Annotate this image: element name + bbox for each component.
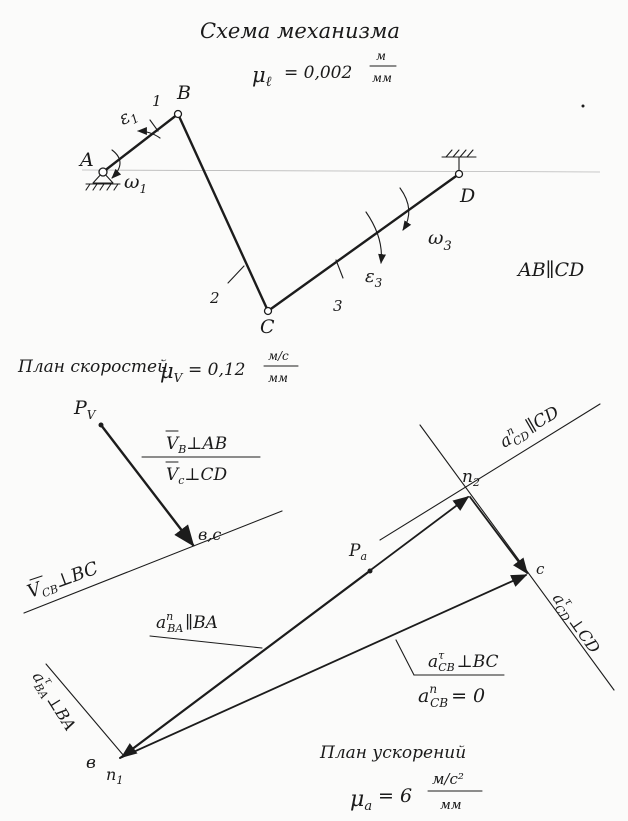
label-a-ba-tangent-perp: aτBA⊥BA xyxy=(26,666,82,735)
link-1-ab xyxy=(101,112,180,174)
acceleration-scale-numerator: м/с² xyxy=(432,770,464,788)
label-point-n1: n1 xyxy=(106,765,123,787)
velocity-scale-symbol: μV xyxy=(160,359,184,385)
omega-1-arrow xyxy=(111,149,122,179)
link-3-cd xyxy=(266,172,461,313)
joint-b xyxy=(173,109,183,119)
label-point-c-accel: c xyxy=(536,560,545,578)
label-velocity-pole: PV xyxy=(73,397,97,422)
label-point-c: C xyxy=(260,316,275,338)
accel-leader-cb-tangent xyxy=(395,639,415,676)
mechanism-scale-value: = 0,002 xyxy=(284,63,352,83)
label-vc-perp-cd: Vc⊥CD xyxy=(166,465,227,487)
label-epsilon-3: ε3 xyxy=(365,266,383,290)
accel-vector-pa-to-b xyxy=(120,570,371,758)
velocity-scale-denominator: мм xyxy=(268,371,288,385)
label-omega-1: ω1 xyxy=(124,171,147,196)
mechanism-scale-denominator: мм xyxy=(372,71,392,85)
reference-axis-line xyxy=(81,169,601,173)
label-point-a: A xyxy=(78,149,94,171)
acceleration-scale-value: = 6 xyxy=(378,785,412,807)
label-omega-3: ω3 xyxy=(428,227,452,254)
label-point-n2: n2 xyxy=(462,467,480,489)
joint-a xyxy=(98,167,108,177)
label-a-cd-tangent-perp: aτCD⊥CD xyxy=(546,588,606,659)
support-d xyxy=(441,149,477,173)
parallel-note: AB∥CD xyxy=(516,259,584,281)
mechanism-scheme: Схема механизма μℓ = 0,002 м мм xyxy=(78,19,601,338)
joint-c xyxy=(263,306,273,316)
accel-direction-ba-tangent-line xyxy=(45,663,125,757)
acceleration-scale-denominator: мм xyxy=(440,798,462,813)
accel-vector-n2-to-c xyxy=(469,496,528,575)
label-vb-perp-ab: VB⊥AB xyxy=(166,434,227,456)
velocity-plan-title: План скоростей xyxy=(17,357,168,377)
velocity-scale-numerator: м/с xyxy=(268,349,289,363)
label-velocity-end: в,с xyxy=(198,525,221,544)
mechanism-scale-mu: μ xyxy=(252,63,266,87)
label-accel-pole: Pa xyxy=(348,541,367,563)
label-link-3: 3 xyxy=(333,297,343,315)
epsilon-3-arrow xyxy=(365,211,386,264)
mechanism-scale-numerator: м xyxy=(376,49,386,63)
acceleration-plan-title: План ускорений xyxy=(319,743,466,763)
label-point-d: D xyxy=(459,185,475,207)
mechanism-title: Схема механизма xyxy=(200,19,400,43)
omega-3-arrow xyxy=(399,187,412,231)
label-point-b-accel: в xyxy=(86,753,96,773)
velocity-direction-vcb-line xyxy=(23,510,283,614)
joint-d xyxy=(454,169,464,179)
accel-pole-point xyxy=(367,568,373,574)
velocity-scale-value: = 0,12 xyxy=(188,360,246,380)
accel-vector-b-to-c xyxy=(119,574,528,759)
accel-direction-cd-normal-line xyxy=(379,403,601,541)
label-point-b: B xyxy=(176,82,191,104)
label-a-cd-normal-parallel: anCD∥CD xyxy=(495,400,564,454)
label-epsilon-1: ε1 xyxy=(115,103,141,131)
epsilon-1-arrow xyxy=(137,127,161,139)
mechanism-scale-sub: ℓ xyxy=(266,74,272,90)
velocity-plan: План скоростей μV = 0,12 м/с мм PV в,с V… xyxy=(17,349,299,614)
velocity-vector-pv-bc xyxy=(99,423,195,547)
mechanism-scale-symbol: μℓ xyxy=(252,63,272,90)
label-link-2: 2 xyxy=(209,289,220,307)
label-link-1: 1 xyxy=(152,92,162,110)
support-a xyxy=(85,171,121,191)
stray-dot xyxy=(581,104,585,108)
accel-leader-ba-normal xyxy=(149,635,263,649)
link-2-bc xyxy=(176,112,270,313)
acceleration-scale-symbol: μa xyxy=(350,787,372,814)
mechanism-scale: μℓ = 0,002 м мм xyxy=(252,49,397,90)
